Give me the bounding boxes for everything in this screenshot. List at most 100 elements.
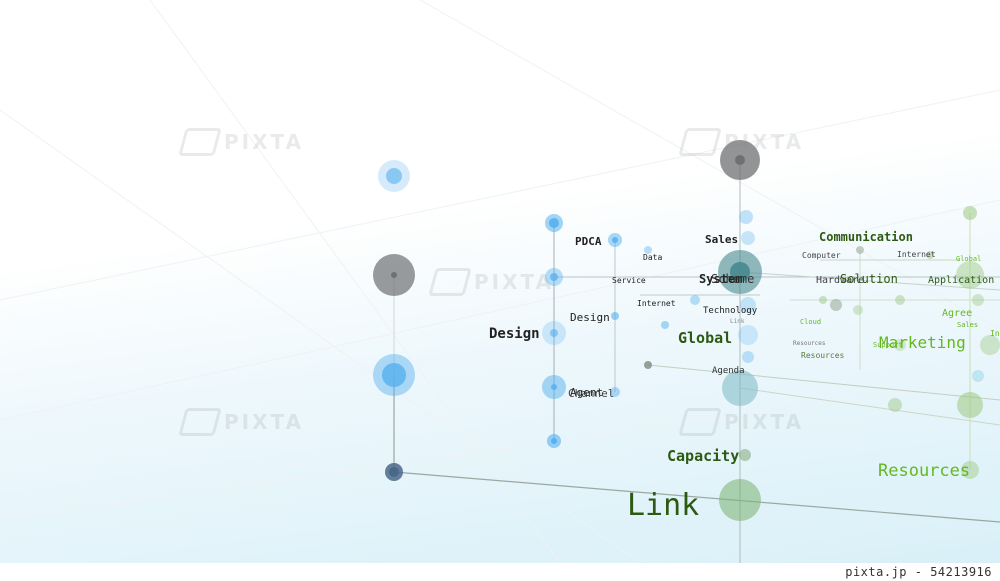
- network-node: [545, 214, 563, 232]
- network-node: [742, 351, 754, 363]
- network-node: [856, 246, 864, 254]
- network-label: Sales: [957, 321, 978, 329]
- network-node: [739, 210, 753, 224]
- watermark: PIXTA: [678, 128, 805, 156]
- connector-line: [0, 379, 1000, 521]
- network-label: In: [990, 329, 1000, 338]
- network-label: Communication: [819, 230, 913, 244]
- network-label: Resources: [793, 340, 826, 347]
- network-node: [373, 254, 415, 296]
- network-label: Design: [489, 326, 540, 342]
- network-label: Sales: [705, 233, 738, 246]
- network-label: Hardware: [816, 275, 864, 286]
- network-node: [895, 295, 905, 305]
- connector-line: [0, 199, 1000, 421]
- network-label: Marketing: [879, 333, 966, 352]
- watermark-text: PIXTA: [224, 410, 305, 434]
- network-node: [819, 296, 827, 304]
- network-label: PDCA: [575, 235, 602, 248]
- connector-line: [149, 0, 561, 563]
- network-label: Service: [612, 276, 646, 285]
- network-label: Cloud: [800, 318, 821, 326]
- network-label: Agree: [942, 308, 972, 319]
- network-label: Data: [643, 253, 662, 262]
- network-node: [961, 461, 979, 479]
- network-label: Global: [956, 255, 981, 263]
- network-node: [972, 370, 984, 382]
- watermark-text: PIXTA: [474, 270, 555, 294]
- watermark: PIXTA: [428, 268, 555, 296]
- network-label: Agent: [570, 386, 603, 399]
- network-node: [739, 449, 751, 461]
- watermark: PIXTA: [678, 408, 805, 436]
- network-node: [718, 250, 762, 294]
- network-node: [547, 434, 561, 448]
- watermark-logo-icon: [178, 408, 222, 436]
- network-node: [853, 305, 863, 315]
- network-label: Resources: [878, 461, 970, 481]
- network-node: [610, 387, 620, 397]
- network-label: Solution: [840, 272, 898, 286]
- network-label: Internet: [897, 250, 936, 259]
- network-node: [894, 339, 906, 351]
- network-node: [957, 392, 983, 418]
- network-node: [888, 398, 902, 412]
- footer-bar: pixta.jp - 54213916: [0, 563, 1000, 581]
- network-node: [926, 251, 934, 259]
- network-label: Capacity: [667, 447, 739, 465]
- connector-line: [647, 364, 1000, 401]
- network-node: [611, 312, 619, 320]
- network-label: Computer: [802, 251, 841, 260]
- network-node: [644, 246, 652, 254]
- network-node: [722, 370, 758, 406]
- network-label: Support: [873, 341, 903, 349]
- network-label: Global: [678, 329, 732, 347]
- network-label: Agenda: [712, 366, 745, 376]
- connector-line: [739, 271, 1000, 291]
- network-node: [980, 335, 1000, 355]
- network-node: [830, 299, 842, 311]
- connector-line: [0, 89, 1000, 301]
- network-node: [719, 479, 761, 521]
- network-node: [741, 231, 755, 245]
- network-node: [542, 375, 566, 399]
- network-label: Link: [730, 318, 745, 325]
- network-label: Resources: [801, 351, 845, 360]
- network-label: Channel: [568, 387, 614, 400]
- watermark-text: PIXTA: [724, 410, 805, 434]
- network-label: Scheme: [711, 272, 754, 286]
- network-node: [542, 321, 566, 345]
- network-node: [972, 294, 984, 306]
- network-label: System: [699, 272, 742, 286]
- network-graphic: PDCADataServiceInternetDesignDesignAgent…: [0, 0, 1000, 563]
- watermark-logo-icon: [428, 268, 472, 296]
- network-label: Internet: [637, 299, 676, 308]
- network-node: [545, 268, 563, 286]
- watermark-text: PIXTA: [224, 130, 305, 154]
- network-node: [690, 295, 700, 305]
- network-label: Design: [570, 311, 610, 324]
- network-node: [661, 321, 669, 329]
- image-credit: pixta.jp - 54213916: [845, 565, 992, 579]
- network-node: [373, 354, 415, 396]
- connector-line: [739, 387, 1000, 426]
- network-node: [644, 361, 652, 369]
- connector-line: [393, 471, 1000, 523]
- watermark-logo-icon: [178, 128, 222, 156]
- network-node: [740, 297, 756, 313]
- watermark: PIXTA: [178, 128, 305, 156]
- network-node: [608, 233, 622, 247]
- network-label: Application: [928, 275, 994, 286]
- watermark-logo-icon: [678, 128, 722, 156]
- network-node: [378, 160, 410, 192]
- watermark: PIXTA: [178, 408, 305, 436]
- watermark-text: PIXTA: [724, 130, 805, 154]
- network-label: Technology: [703, 306, 758, 316]
- network-node: [738, 325, 758, 345]
- connector-line: [419, 0, 1000, 331]
- watermark-logo-icon: [678, 408, 722, 436]
- network-node: [720, 140, 760, 180]
- network-node: [956, 261, 984, 289]
- network-label: Link: [627, 488, 699, 523]
